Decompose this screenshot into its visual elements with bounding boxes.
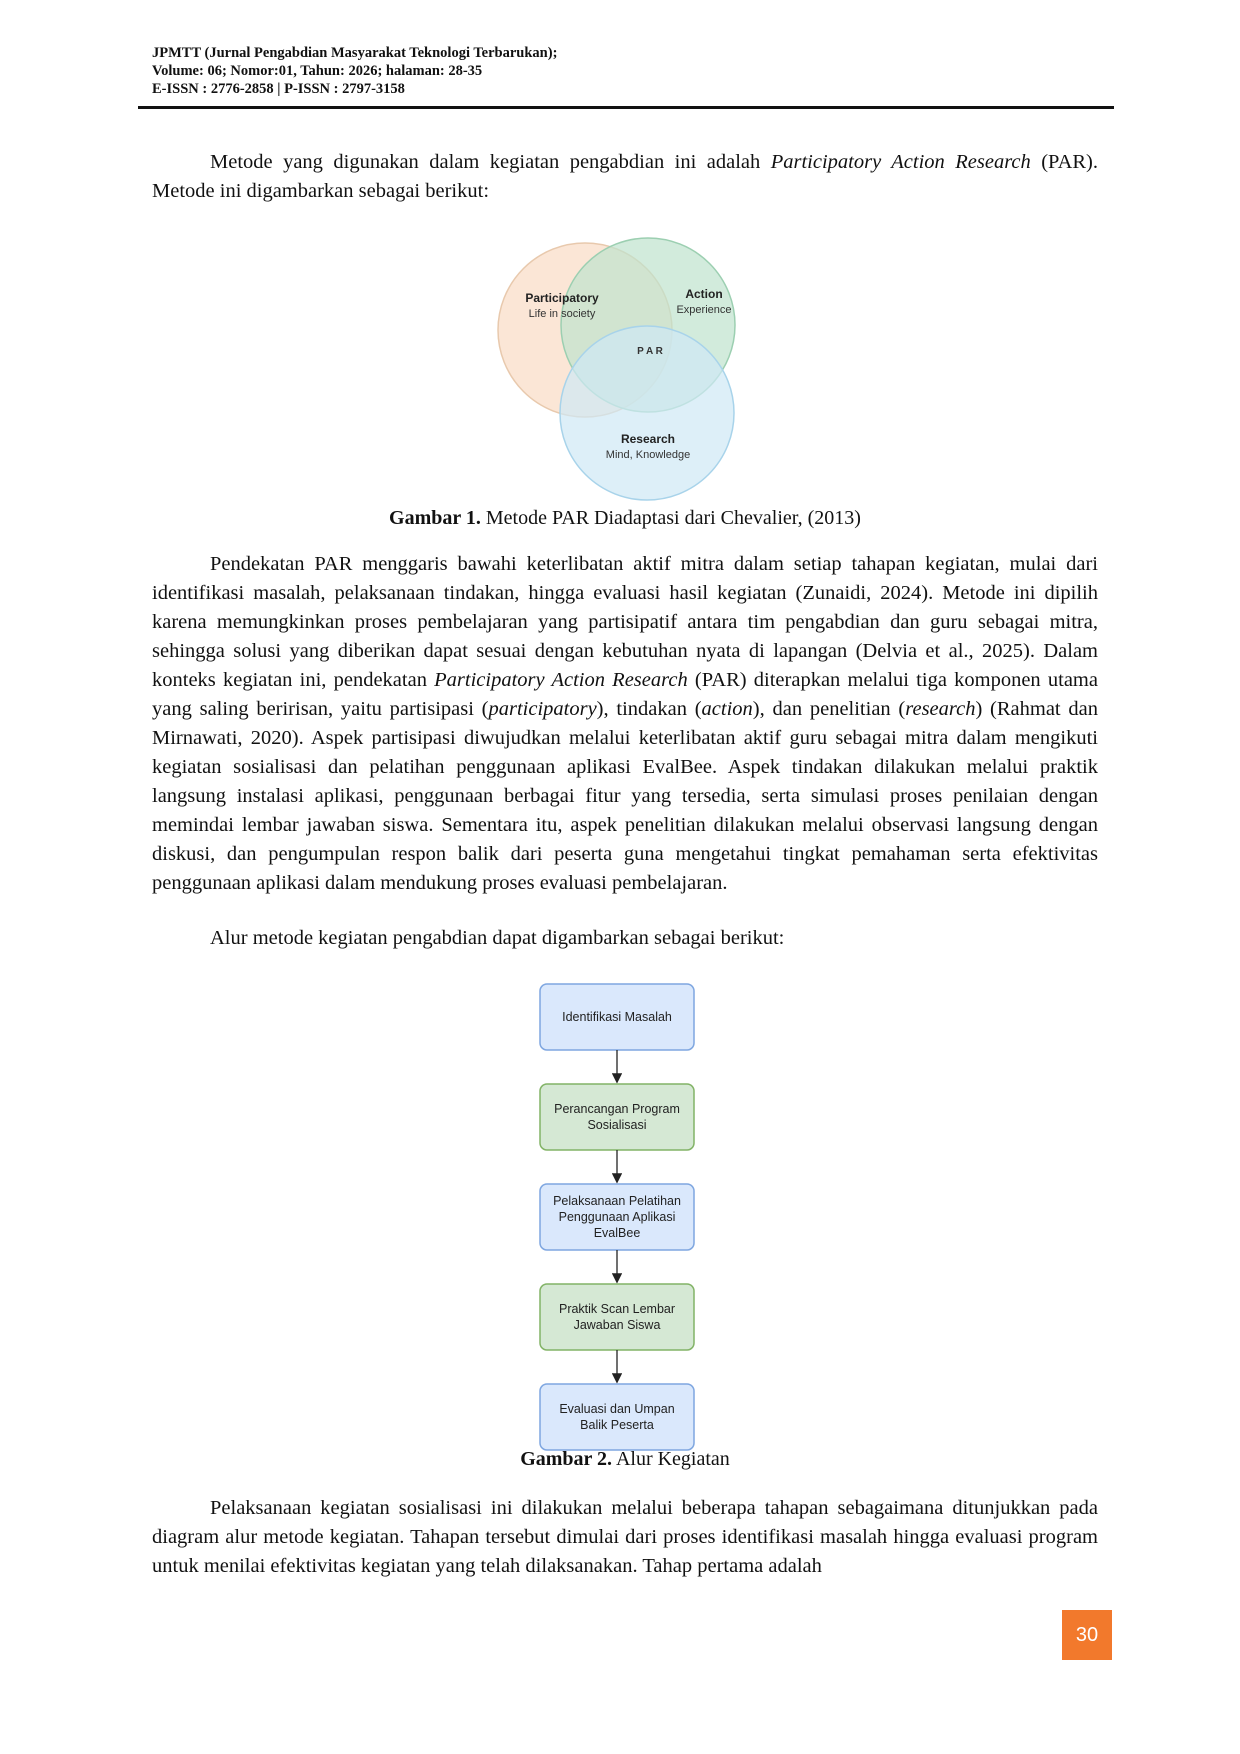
action-subtitle: Experience (676, 304, 731, 316)
p2-text-5: ) (Rahmat dan Mirnawati, 2020). Aspek pa… (152, 698, 1098, 894)
flow-step-label: Penggunaan Aplikasi (559, 1210, 676, 1224)
intro-paragraph: Metode yang digunakan dalam kegiatan pen… (152, 148, 1098, 206)
flow-step-1: Identifikasi Masalah (539, 983, 695, 1051)
p2-italic-3: action (701, 698, 753, 720)
flow-step-label: Pelaksanaan Pelatihan (553, 1194, 681, 1208)
journal-volume: Volume: 06; Nomor:01, Tahun: 2026; halam… (152, 63, 483, 79)
journal-header: JPMTT (Jurnal Pengabdian Masyarakat Tekn… (138, 44, 1114, 109)
flow-step-box (539, 1283, 695, 1351)
figure1-label: Gambar 1. (389, 507, 481, 529)
journal-issn: E-ISSN : 2776-2858 | P-ISSN : 2797-3158 (152, 81, 405, 97)
body-paragraph-stages: Pelaksanaan kegiatan sosialisasi ini dil… (152, 1497, 1098, 1577)
intro-text: Metode yang digunakan dalam kegiatan pen… (210, 151, 771, 173)
flow-step-label: Balik Peserta (580, 1418, 654, 1432)
body-paragraph-par: Pendekatan PAR menggaris bawahi keterlib… (152, 550, 1098, 898)
flow-step-label: Evaluasi dan Umpan (559, 1402, 674, 1416)
flow-step-label: Sosialisasi (587, 1118, 646, 1132)
flow-step-label: Identifikasi Masalah (562, 1010, 672, 1024)
research-subtitle: Mind, Knowledge (606, 449, 690, 461)
intro-italic: Participatory Action Research (770, 151, 1031, 173)
participatory-title: Participatory (525, 291, 599, 305)
p2-text-4: ), dan penelitian ( (752, 698, 906, 720)
par-venn-diagram: Participatory Life in society Action Exp… (497, 237, 736, 501)
p2-italic-2: participatory (488, 698, 597, 720)
p2-italic-1: Participatory Action Research (434, 669, 688, 691)
body-paragraph-flow-intro: Alur metode kegiatan pengabdian dapat di… (210, 927, 785, 949)
action-title: Action (685, 287, 722, 301)
p2-italic-4: research (905, 698, 976, 720)
participatory-subtitle: Life in society (529, 308, 596, 320)
par-center-label: P A R (637, 346, 664, 357)
flow-step-label: Perancangan Program (554, 1102, 680, 1116)
research-circle (559, 325, 735, 501)
figure2-label: Gambar 2. (520, 1448, 613, 1470)
flow-step-label: EvalBee (594, 1226, 641, 1240)
flow-step-box (539, 1083, 695, 1151)
p2-text-1: Pendekatan PAR menggaris bawahi keterlib… (152, 553, 1098, 691)
p2-text-3: ), tindakan ( (596, 698, 702, 720)
figure1-text: Metode PAR Diadaptasi dari Chevalier, (2… (480, 507, 861, 529)
research-title: Research (621, 432, 675, 446)
flow-step-box (539, 1383, 695, 1451)
figure1-caption: Gambar 1. Metode PAR Diadaptasi dari Che… (152, 505, 1098, 531)
header-rule (138, 106, 1114, 109)
flow-step-label: Praktik Scan Lembar (559, 1302, 675, 1316)
figure2-text: Alur Kegiatan (612, 1448, 730, 1470)
figure2-caption: Gambar 2. Alur Kegiatan (152, 1446, 1098, 1472)
journal-title: JPMTT (Jurnal Pengabdian Masyarakat Tekn… (152, 45, 558, 61)
p2-text-2: (PAR) diterapkan melalui tiga komponen u… (152, 669, 1098, 720)
page-number-badge: 30 (1062, 1610, 1112, 1660)
intro-text-end: (PAR). Metode ini digambarkan sebagai be… (152, 151, 1099, 202)
flow-step-label: Jawaban Siswa (574, 1318, 661, 1332)
